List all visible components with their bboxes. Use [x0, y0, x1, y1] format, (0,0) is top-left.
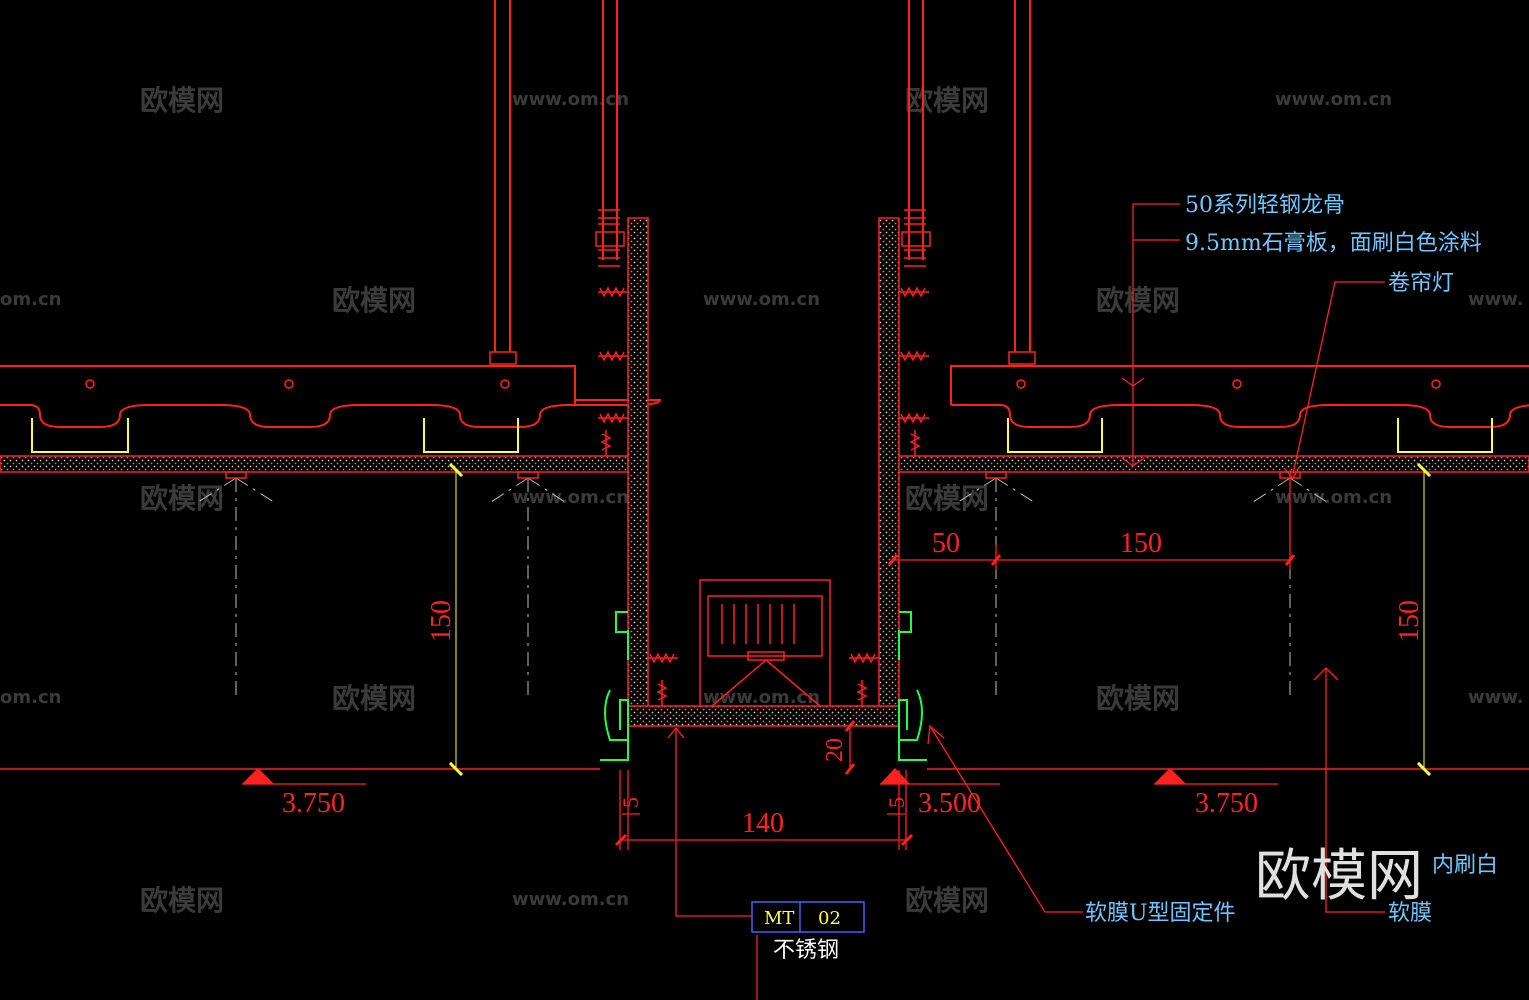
- material-num: 02: [818, 908, 841, 929]
- watermark-brand: 欧模网: [905, 482, 989, 515]
- film-clips: [600, 611, 927, 761]
- watermark-brand: 欧模网: [332, 682, 416, 715]
- note-film: 软膜: [1388, 901, 1432, 926]
- note-clip: 软膜U型固定件: [1085, 901, 1236, 926]
- height-dim-ticks: [448, 462, 1432, 777]
- level-markers: [242, 768, 1186, 784]
- watermark-url: www.om.cn: [512, 487, 629, 508]
- watermark-brand: 欧模网: [905, 84, 989, 117]
- material-tag: [751, 901, 865, 933]
- watermark-url: www.om.cn: [703, 687, 820, 708]
- watermark-url: www.om.cn: [1275, 89, 1392, 110]
- watermark-url: www.om.cn: [1275, 487, 1392, 508]
- dimension-ticks: [614, 554, 1296, 847]
- watermarks: 欧模网 www.om.cn 欧模网 www.om.cn om.cn 欧模网 ww…: [0, 84, 1524, 917]
- watermark-url: www.: [1468, 289, 1524, 310]
- dim-50: 50: [932, 528, 960, 559]
- watermark-url: www.om.cn: [512, 889, 629, 910]
- watermark-brand: 欧模网: [905, 884, 989, 917]
- material-code: MT: [764, 908, 794, 929]
- watermark-brand: 欧模网: [140, 482, 224, 515]
- dim-140: 140: [742, 808, 784, 839]
- dim-150: 150: [1120, 528, 1162, 559]
- watermark-brand: 欧模网: [1096, 682, 1180, 715]
- ceiling-spotlights: [194, 477, 1331, 700]
- gypsum-board: [0, 455, 1529, 473]
- note-film-white: 内刷白: [1432, 853, 1498, 878]
- dim-5-left: 5: [618, 797, 643, 808]
- brand-logo: 欧模网: [1255, 844, 1423, 909]
- level-center: 3.500: [918, 788, 981, 819]
- dim-150-vertical-left: 150: [426, 600, 457, 642]
- watermark-url: www.: [1468, 687, 1524, 708]
- height-dim-lines: [455, 470, 1425, 769]
- watermark-url: om.cn: [0, 289, 61, 310]
- watermark-brand: 欧模网: [140, 84, 224, 117]
- dim-150-vertical-right: 150: [1394, 600, 1425, 642]
- watermark-brand: 欧模网: [332, 284, 416, 317]
- dim-20: 20: [822, 738, 848, 762]
- trough-walls: [627, 217, 900, 727]
- watermark-url: om.cn: [0, 687, 61, 708]
- watermark-brand: 欧模网: [1096, 284, 1180, 317]
- c-channels: [31, 418, 1493, 453]
- note-keel: 50系列轻钢龙骨: [1185, 193, 1345, 218]
- hanger-rods: [494, 0, 1031, 352]
- dim-5-right: 5: [884, 797, 909, 808]
- spotlight-caps: [225, 471, 1301, 479]
- main-keel: [0, 365, 1529, 428]
- level-left: 3.750: [282, 788, 345, 819]
- note-light: 卷帘灯: [1388, 271, 1454, 296]
- screws: [598, 286, 929, 706]
- note-gypsum: 9.5mm石膏板，面刷白色涂料: [1185, 231, 1482, 256]
- keel-bolt-holes: [85, 379, 1441, 389]
- watermark-brand: 欧模网: [140, 884, 224, 917]
- watermark-url: www.om.cn: [703, 289, 820, 310]
- level-right: 3.750: [1195, 788, 1258, 819]
- watermark-url: www.om.cn: [512, 89, 629, 110]
- leader-lines: [667, 203, 1385, 1000]
- material-name: 不锈钢: [773, 938, 839, 963]
- roller-light: [699, 579, 831, 707]
- rod-nuts: [489, 209, 1036, 365]
